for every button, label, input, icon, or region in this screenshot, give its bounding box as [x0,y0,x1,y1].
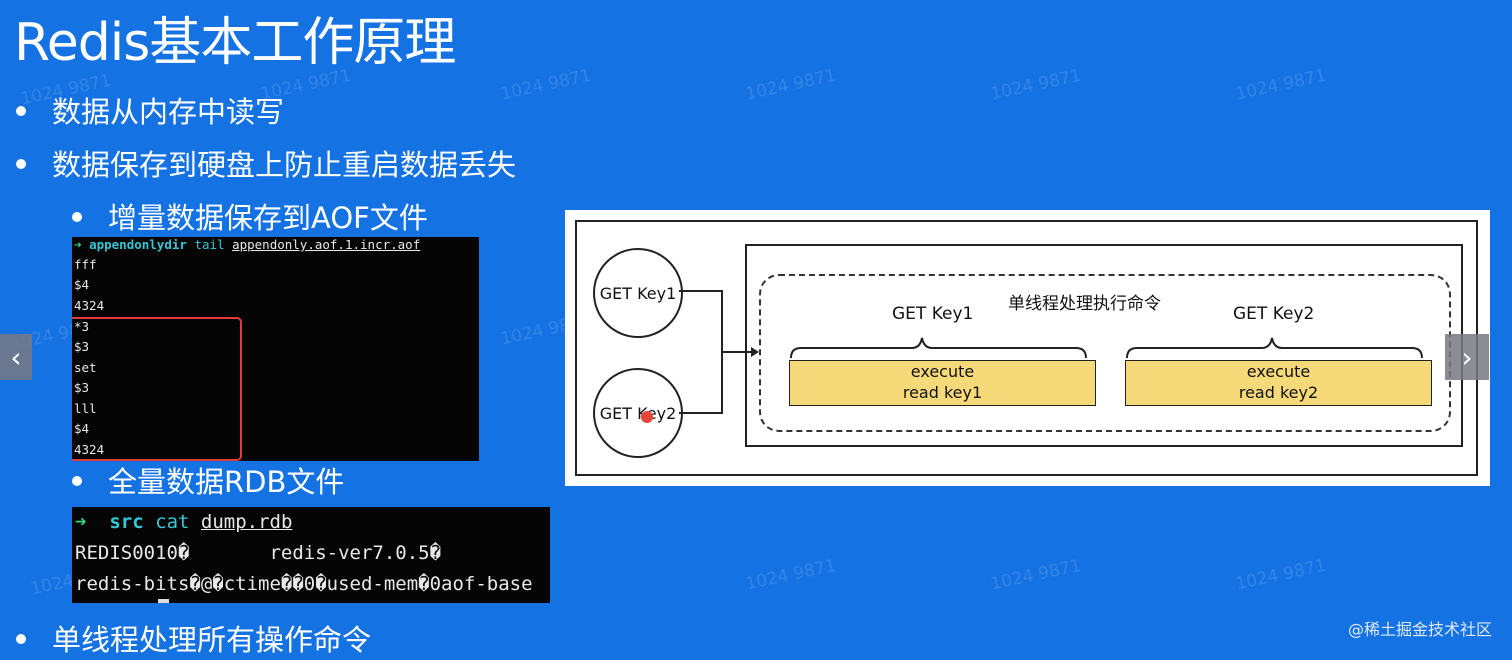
task-box: execute read key1 [789,360,1096,406]
task-box: execute read key2 [1125,360,1432,406]
connector-line [679,290,723,414]
sub-bullet-item: 全量数据RDB文件 [72,462,344,502]
task-label: GET Key2 [1233,304,1315,324]
watermark: 1024 9871 [1233,555,1329,595]
prev-slide-button[interactable]: ‹ [0,334,32,380]
brace-line [1126,337,1423,359]
terminal-output-line: *3 [74,319,90,334]
bullet-item: 数据从内存中读写 [16,92,284,132]
watermark: 1024 9871 [743,555,839,595]
prompt-dir: src [109,511,144,533]
watermark: 1024 9871 [988,555,1084,595]
request-node: GET Key2 [593,368,683,458]
terminal-rdb: ➜ src cat dump.rdb REDIS0010� redis-ver7… [72,507,550,603]
bullet-item: 数据保存到硬盘上防止重启数据丢失 [16,145,516,185]
watermark: 1024 9871 [1233,65,1329,105]
prompt-command: cat [155,511,190,533]
watermark: 1024 9871 [988,65,1084,105]
slide-title: Redis基本工作原理 [14,13,456,73]
bullet-text: 数据保存到硬盘上防止重启数据丢失 [52,148,517,182]
bullet-dot-icon [16,159,26,169]
chevron-right-icon: › [1461,340,1473,374]
terminal-prompt-line: ➜ src cat dump.rdb [75,507,292,537]
terminal-output-line: $3 [74,339,90,354]
request-node-label: GET Key1 [599,283,677,303]
task-line: execute [910,362,975,381]
task-line: read key1 [902,383,983,402]
diagram-connectors [679,290,1423,414]
terminal-output-line: REDIS0010� redis-ver7.0.5� [75,542,442,564]
prompt-argument: appendonly.aof.1.incr.aof [232,237,421,252]
bullet-dot-icon [16,106,26,116]
prompt-argument: dump.rdb [200,511,293,533]
bullet-text: 单线程处理所有操作命令 [52,623,372,657]
watermark: 1024 9871 [743,65,839,105]
pointer-dot [641,411,653,423]
terminal-output-line: $3 [74,380,90,395]
prompt-command: tail [194,237,225,252]
highlight-box [72,317,242,461]
prompt-arrow-icon: ➜ [74,237,82,252]
arrowhead-icon [751,347,759,357]
terminal-output-line: 4324 [74,442,105,457]
terminal-output-line: $4 [74,421,90,436]
terminal-output-line: 4324 [74,298,105,313]
terminal-output-line: redis-bits�@�ctime��0�used-mem�0aof-base [75,573,533,595]
bullet-item: 单线程处理所有操作命令 [16,620,371,660]
bullet-dot-icon [72,476,82,486]
single-thread-diagram: GET Key1 GET Key2 单线程处理执行命令 GET Key1 GET… [565,210,1490,486]
chevron-left-icon: ‹ [10,340,22,374]
prompt-dir: appendonlydir [89,237,187,252]
terminal-aof: ➜ appendonlydir tail appendonly.aof.1.in… [72,237,479,461]
terminal-output-line: fff [74,257,97,272]
thread-group-label: 单线程处理执行命令 [1008,294,1161,314]
request-node: GET Key1 [593,248,683,338]
bullet-text: 数据从内存中读写 [52,95,285,129]
bullet-dot-icon [72,212,82,222]
terminal-output-line: set [74,360,97,375]
sub-bullet-item: 增量数据保存到AOF文件 [72,198,428,238]
watermark: 1024 9871 [498,65,594,105]
terminal-output-line: lll [74,401,97,416]
next-slide-button[interactable]: › [1445,334,1489,380]
terminal-prompt-line: ➜ appendonlydir tail appendonly.aof.1.in… [74,235,420,255]
footer-credit: @稀土掘金技术社区 [1347,620,1492,639]
bullet-text: 全量数据RDB文件 [108,465,345,499]
request-node-label: GET Key2 [599,403,677,423]
terminal-output-line: $4 [74,277,90,292]
prompt-arrow-icon: ➜ [75,511,87,533]
terminal-cursor [158,599,169,603]
task-line: read key2 [1238,383,1319,402]
brace-line [790,337,1087,359]
bullet-dot-icon [16,634,26,644]
bullet-text: 增量数据保存到AOF文件 [108,201,428,235]
task-label: GET Key1 [892,304,974,324]
task-line: execute [1246,362,1311,381]
